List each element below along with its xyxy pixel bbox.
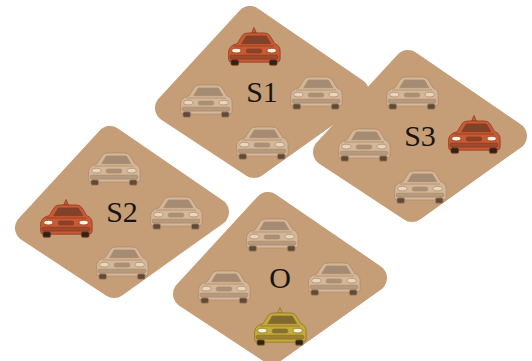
zone-shape (327, 64, 513, 208)
zone-tile: O (173, 192, 387, 361)
zone-label: O (269, 263, 291, 293)
zone-label: S2 (106, 197, 138, 227)
zone-tile: S3 (313, 50, 527, 222)
zone-label: S1 (246, 77, 278, 107)
zone-shape (29, 140, 215, 284)
zone-shape (187, 206, 373, 350)
zone-label: S3 (404, 121, 436, 151)
zone-tile: S1 (155, 6, 369, 178)
zone-tile: S2 (15, 126, 229, 298)
